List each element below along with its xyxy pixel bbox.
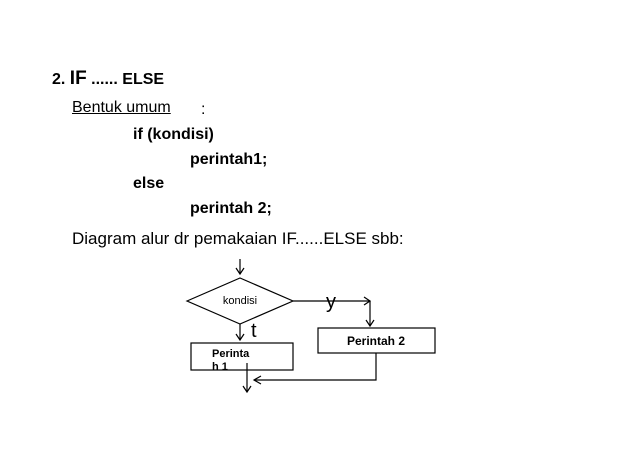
heading-dots: ...... bbox=[91, 71, 118, 88]
condition-label: kondisi bbox=[223, 295, 257, 307]
heading-number: 2. bbox=[52, 71, 66, 88]
heading-if-keyword: IF bbox=[69, 68, 87, 89]
merge-line bbox=[254, 353, 377, 381]
code-line-else: else bbox=[133, 175, 165, 192]
general-form-colon: : bbox=[201, 101, 206, 118]
yes-label: y bbox=[326, 291, 336, 313]
merge-arrow-head bbox=[252, 375, 262, 385]
no-label: t bbox=[251, 320, 257, 342]
no-branch-arrow-head bbox=[235, 333, 245, 342]
code-line-if: if (kondisi) bbox=[133, 126, 214, 143]
exit-arrow-head bbox=[242, 385, 252, 394]
diagram-caption: Diagram alur dr pemakaian IF......ELSE s… bbox=[72, 229, 404, 248]
entry-arrow-head bbox=[235, 267, 245, 276]
box-statement1-label-line2: h 1 bbox=[212, 361, 228, 373]
box-statement2-label: Perintah 2 bbox=[347, 334, 405, 348]
heading-else-keyword: ELSE bbox=[122, 71, 165, 88]
section-heading: 2. IF ...... ELSE bbox=[52, 68, 164, 90]
general-form-label: Bentuk umum bbox=[72, 99, 171, 116]
box-statement1 bbox=[190, 342, 294, 371]
yes-branch-down-arrow-head bbox=[365, 319, 375, 328]
code-line-statement1: perintah1; bbox=[190, 151, 268, 168]
code-line-statement2: perintah 2; bbox=[190, 200, 272, 217]
box-statement1-label-line1: Perinta bbox=[212, 348, 250, 360]
